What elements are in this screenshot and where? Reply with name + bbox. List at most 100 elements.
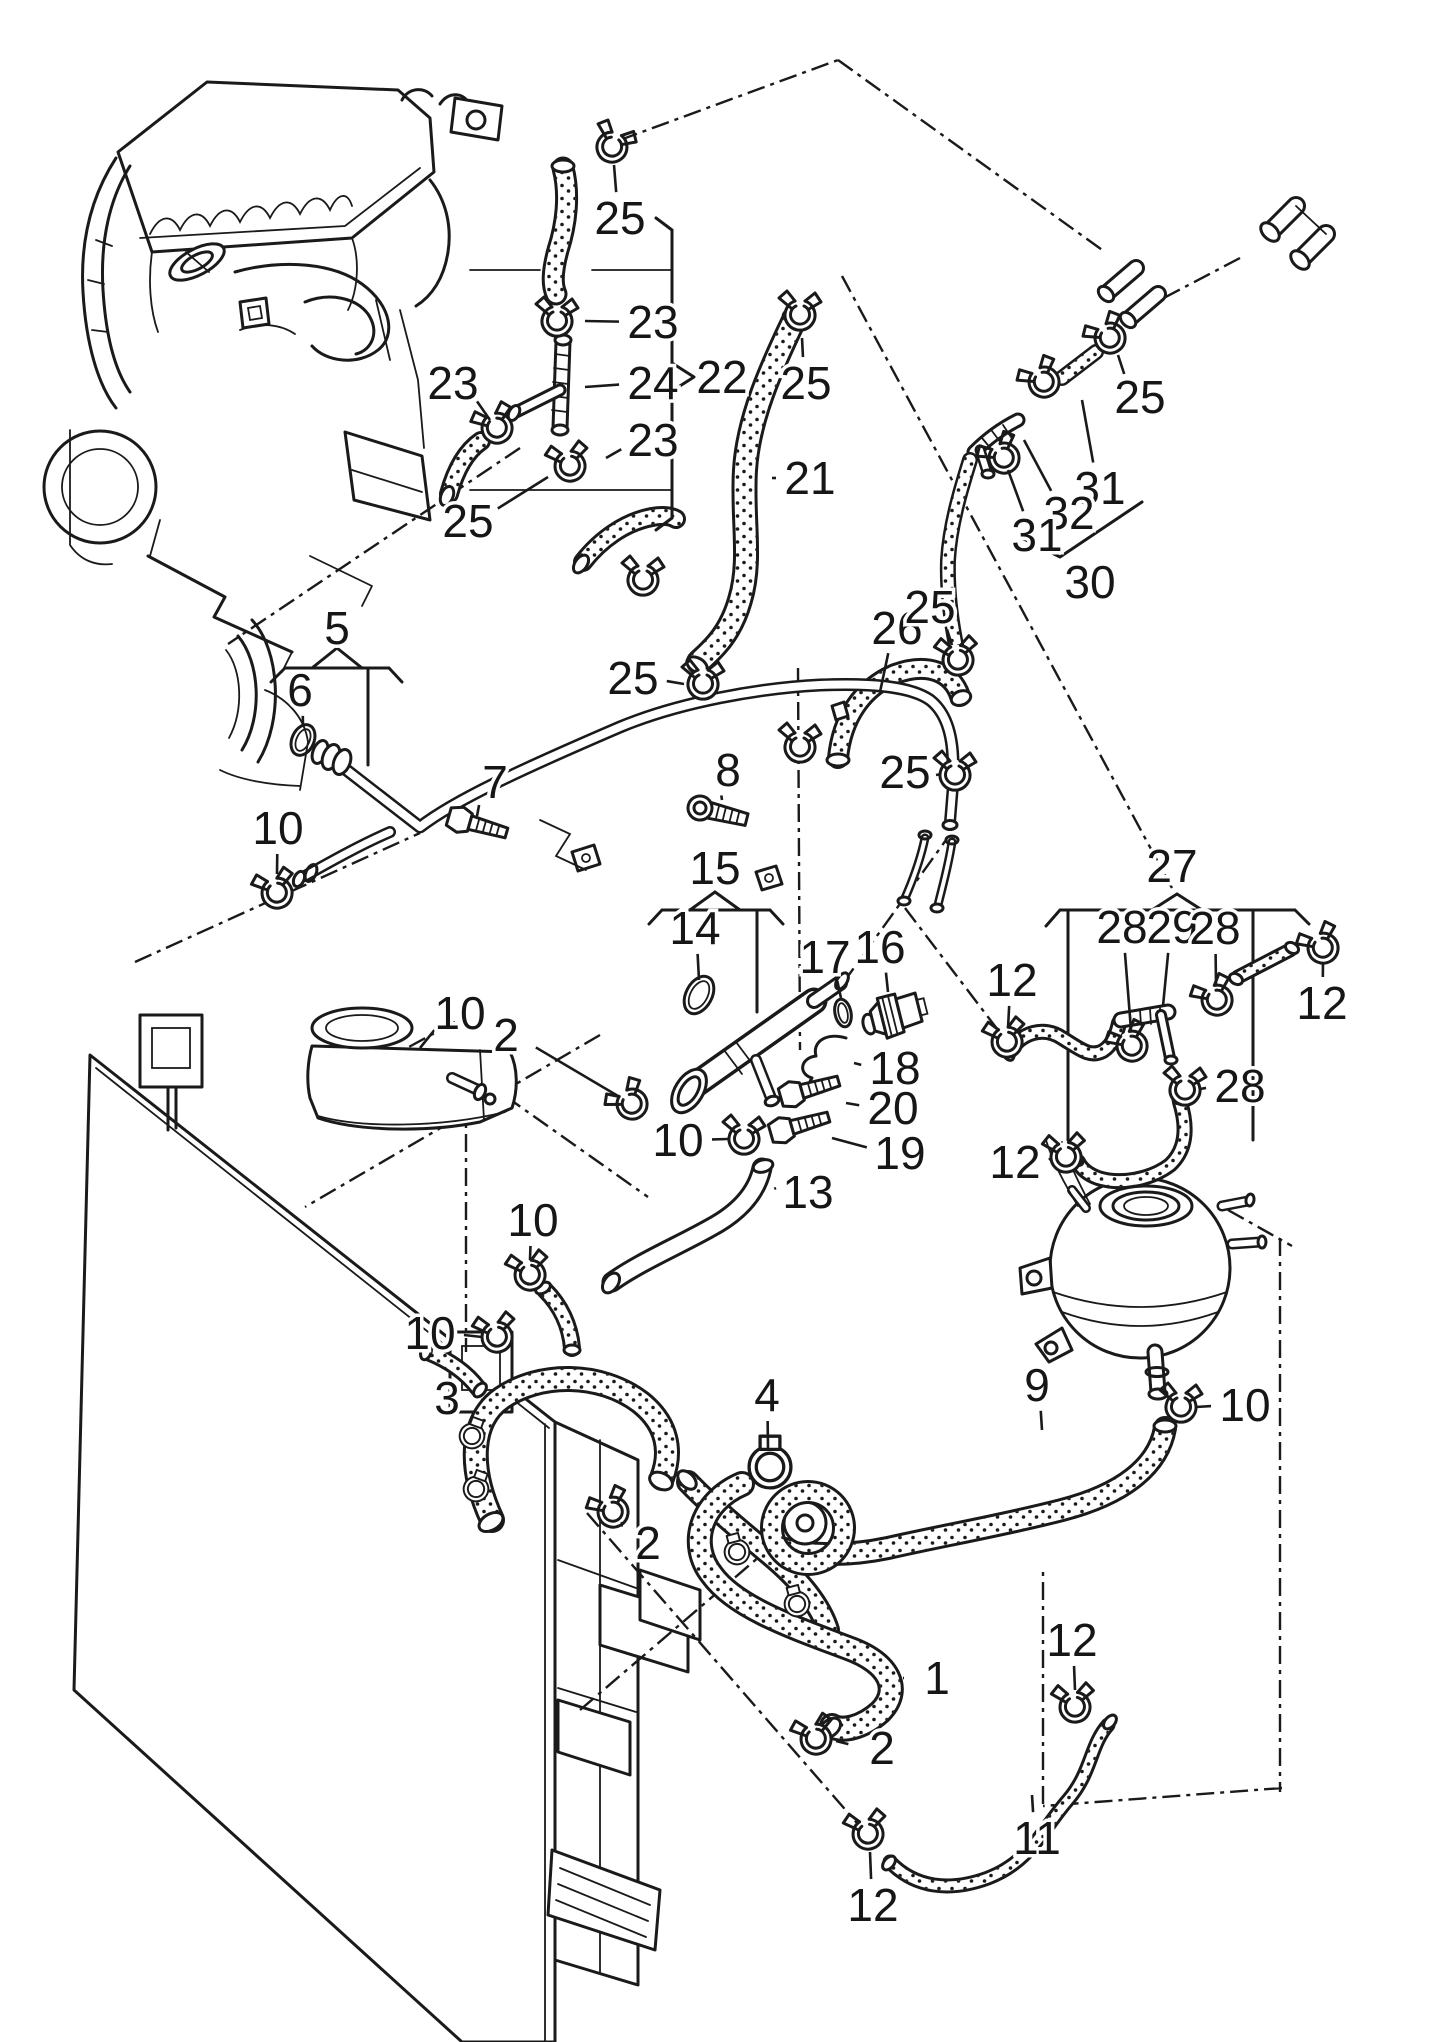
callout-label-10: 10: [1219, 1379, 1270, 1431]
callout-label-10: 10: [507, 1194, 558, 1246]
hose-3: [462, 1366, 680, 1533]
callout-leader-25: [666, 679, 685, 686]
callout-label-25: 25: [1114, 371, 1165, 423]
callout-label-12: 12: [1046, 1614, 1097, 1666]
callout-label-5: 5: [324, 602, 350, 654]
callout-label-25: 25: [879, 746, 930, 798]
t-piece-connector-24: [506, 333, 573, 437]
hose-assembly-22: [438, 156, 696, 575]
expansion-tank: [1018, 1139, 1268, 1401]
callout-label-12: 12: [847, 1879, 898, 1931]
callout-leader-20: [845, 1101, 860, 1107]
callout-label-1: 1: [924, 1652, 950, 1704]
callout-leader-9: [1039, 1410, 1044, 1431]
group-bracket-15: [647, 890, 785, 1014]
callout-leader-25: [800, 337, 805, 358]
callout-leader-28: [1199, 1086, 1207, 1091]
radiator: [72, 1013, 702, 2042]
callout-label-25: 25: [594, 192, 645, 244]
callout-label-23: 23: [427, 357, 478, 409]
engine-block: [42, 80, 504, 791]
callout-label-8: 8: [715, 744, 741, 796]
callout-leader-13: [773, 1186, 777, 1190]
hose-11: [881, 1713, 1118, 1894]
callout-leader-32: [1022, 439, 1053, 492]
oil-filler-cap: [168, 242, 226, 282]
radiator-top-bracket: [138, 1013, 204, 1132]
callout-label-28: 28: [1189, 902, 1240, 954]
callout-leader-25: [945, 629, 954, 646]
callout-label-17: 17: [799, 931, 850, 983]
callout-label-10: 10: [404, 1307, 455, 1359]
callout-leader-25: [497, 475, 549, 510]
callout-label-2: 2: [635, 1517, 661, 1569]
callout-label-27: 27: [1146, 840, 1197, 892]
callout-leader-25: [1116, 354, 1126, 375]
hose-1: [686, 1471, 904, 1742]
callout-leader-31: [1080, 399, 1095, 463]
callout-label-12: 12: [989, 1136, 1040, 1188]
callout-label-16: 16: [854, 921, 905, 973]
callout-label-18: 18: [869, 1042, 920, 1094]
hose-assembly-30: [939, 196, 1336, 659]
callout-label-25: 25: [780, 357, 831, 409]
callout-label-15: 15: [689, 842, 740, 894]
callout-leader-18: [853, 1061, 862, 1067]
callout-label-24: 24: [627, 357, 678, 409]
callout-label-4: 4: [754, 1369, 780, 1421]
o-ring-17-inner: [837, 1002, 849, 1024]
callout-leader-10: [463, 1333, 483, 1339]
callout-label-31: 31: [1074, 462, 1125, 514]
callout-leader-2: [835, 1739, 849, 1746]
o-ring-6-inner: [294, 728, 312, 752]
callout-leader-8: [720, 795, 724, 801]
callout-leader-28: [1123, 952, 1133, 1031]
group-bracket-5: [269, 646, 404, 767]
callout-leader-29: [1161, 952, 1170, 1007]
callout-label-23: 23: [627, 296, 678, 348]
callout-label-3: 3: [434, 1372, 460, 1424]
assembly-guide-lines: [134, 58, 1293, 1839]
callout-label-2: 2: [493, 1009, 519, 1061]
callout-label-11: 11: [1013, 1812, 1061, 1864]
callout-label-28: 28: [1214, 1060, 1265, 1112]
callout-label-21: 21: [784, 452, 835, 504]
hose-13: [600, 1157, 775, 1295]
callout-label-30: 30: [1064, 556, 1115, 608]
callout-label-32: 32: [1043, 487, 1094, 539]
callout-leader-12: [1006, 1005, 1011, 1029]
callout-label-31: 31: [1011, 509, 1062, 561]
callout-leader-19: [831, 1136, 868, 1149]
callout-leader-12: [868, 1851, 873, 1880]
callout-label-29: 29: [1146, 901, 1197, 953]
callout-label-20: 20: [867, 1082, 918, 1134]
callout-leader-25: [612, 164, 618, 193]
callout-label-2: 2: [869, 1722, 895, 1774]
callout-leader-23: [605, 448, 622, 460]
callout-label-25: 25: [442, 495, 493, 547]
hose-26: [825, 657, 973, 914]
callout-label-26: 26: [871, 602, 922, 654]
callout-label-25: 25: [904, 581, 955, 633]
callout-label-10: 10: [252, 802, 303, 854]
hose-assembly-27: [1000, 940, 1301, 1190]
callout-leader-12: [1048, 1157, 1051, 1161]
callout-label-25: 25: [607, 652, 658, 704]
thermostat-housing-15: [670, 971, 850, 1115]
callout-leader-24: [584, 383, 620, 389]
o-ring-14-inner: [687, 980, 711, 1010]
callout-label-12: 12: [986, 954, 1037, 1006]
o-ring-17: [833, 997, 853, 1029]
callout-leader-31: [1006, 469, 1025, 512]
callout-leader-2: [535, 1046, 619, 1098]
callout-leader-26: [878, 652, 890, 693]
o-ring-14: [682, 974, 716, 1016]
callout-leader-23: [584, 319, 620, 323]
callout-label-23: 23: [627, 414, 678, 466]
callout-leader-17: [836, 980, 843, 999]
callout-label-7: 7: [482, 756, 508, 808]
callout-leader-12: [1072, 1665, 1077, 1691]
